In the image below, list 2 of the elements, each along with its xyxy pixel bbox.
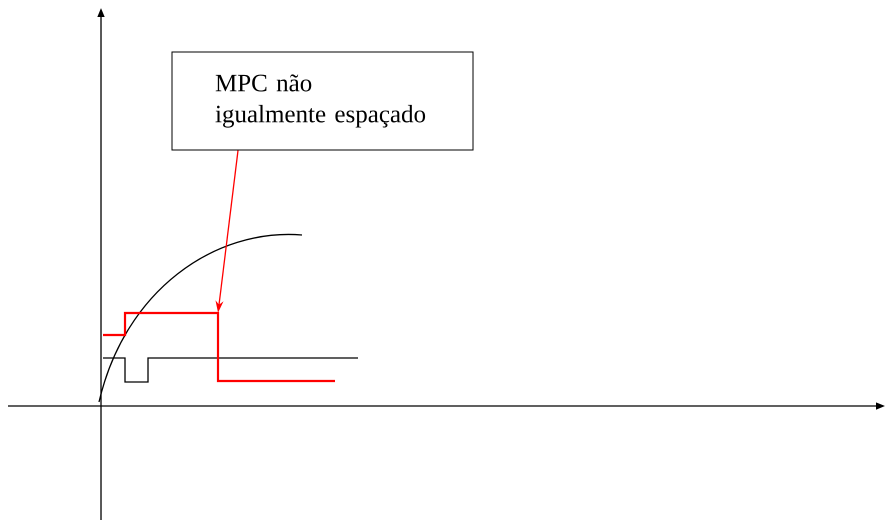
- step-line: [103, 312, 335, 382]
- text-box: MPC não igualmente espaçado: [172, 52, 474, 150]
